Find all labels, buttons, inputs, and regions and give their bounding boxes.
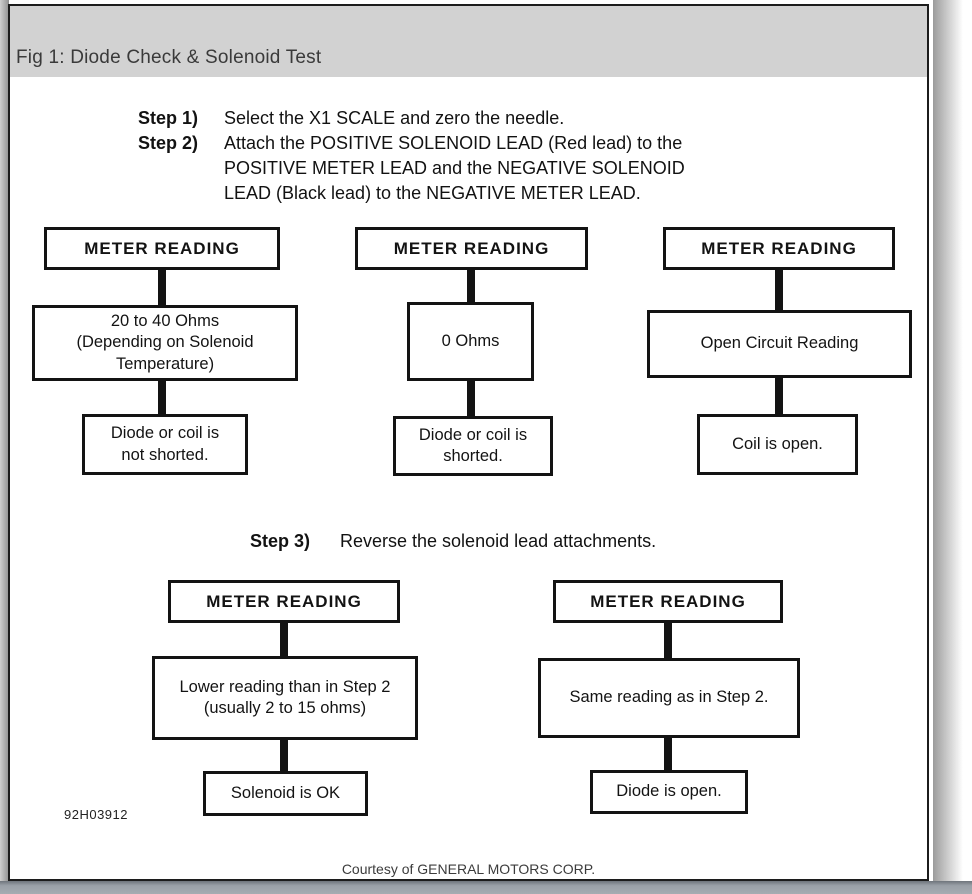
step-2-label: Step 2): [138, 133, 199, 153]
courtesy-text: Courtesy of GENERAL MOTORS CORP.: [341, 861, 596, 877]
step-2: Step 2) Attach the POSITIVE SOLENOID LEA…: [138, 131, 685, 206]
r2c2-meter-reading-box: METER READING: [553, 580, 783, 623]
r1c1-meter-reading-box: METER READING: [44, 227, 280, 270]
r2c1-reading-box: Lower reading than in Step 2 (usually 2 …: [152, 656, 418, 740]
r1c1-result-box: Diode or coil is not shorted.: [82, 414, 248, 475]
figure-title: Fig 1: Diode Check & Solenoid Test: [16, 47, 322, 68]
r1c3-reading-box: Open Circuit Reading: [647, 310, 912, 378]
connector-line: [467, 379, 475, 419]
connector-line: [467, 268, 475, 305]
window-right-shadow: [933, 0, 963, 882]
r1c2-reading-box: 0 Ohms: [407, 302, 534, 381]
r2c2-reading-box: Same reading as in Step 2.: [538, 658, 800, 738]
step-1-label: Step 1): [138, 108, 199, 128]
step-1-text: Select the X1 SCALE and zero the needle.: [224, 108, 565, 128]
step-3: Step 3) Reverse the solenoid lead attach…: [250, 529, 656, 554]
horizontal-scrollbar[interactable]: [0, 881, 972, 894]
connector-line: [158, 268, 166, 308]
r1c3-meter-reading-box: METER READING: [663, 227, 895, 270]
connector-line: [775, 268, 783, 313]
step-3-label: Step 3): [250, 531, 311, 551]
connector-line: [158, 379, 166, 417]
figure-title-bar: Fig 1: Diode Check & Solenoid Test: [10, 6, 927, 77]
steps-block: Step 1) Select the X1 SCALE and zero the…: [138, 106, 685, 206]
r1c3-result-box: Coil is open.: [697, 414, 858, 475]
connector-line: [775, 376, 783, 416]
step-1: Step 1) Select the X1 SCALE and zero the…: [138, 106, 685, 131]
r2c2-result-box: Diode is open.: [590, 770, 748, 814]
window-left-shadow: [0, 0, 9, 882]
figure-code: 92H03912: [64, 807, 128, 822]
connector-line: [664, 736, 672, 772]
connector-line: [280, 621, 288, 659]
step-2-text: Attach the POSITIVE SOLENOID LEAD (Red l…: [224, 133, 685, 203]
r1c2-result-box: Diode or coil is shorted.: [393, 416, 553, 476]
connector-line: [280, 738, 288, 774]
r2c1-result-box: Solenoid is OK: [203, 771, 368, 816]
r2c1-meter-reading-box: METER READING: [168, 580, 400, 623]
step-3-text: Reverse the solenoid lead attachments.: [340, 531, 657, 551]
r1c1-reading-box: 20 to 40 Ohms (Depending on Solenoid Tem…: [32, 305, 298, 381]
r1c2-meter-reading-box: METER READING: [355, 227, 588, 270]
connector-line: [664, 621, 672, 660]
